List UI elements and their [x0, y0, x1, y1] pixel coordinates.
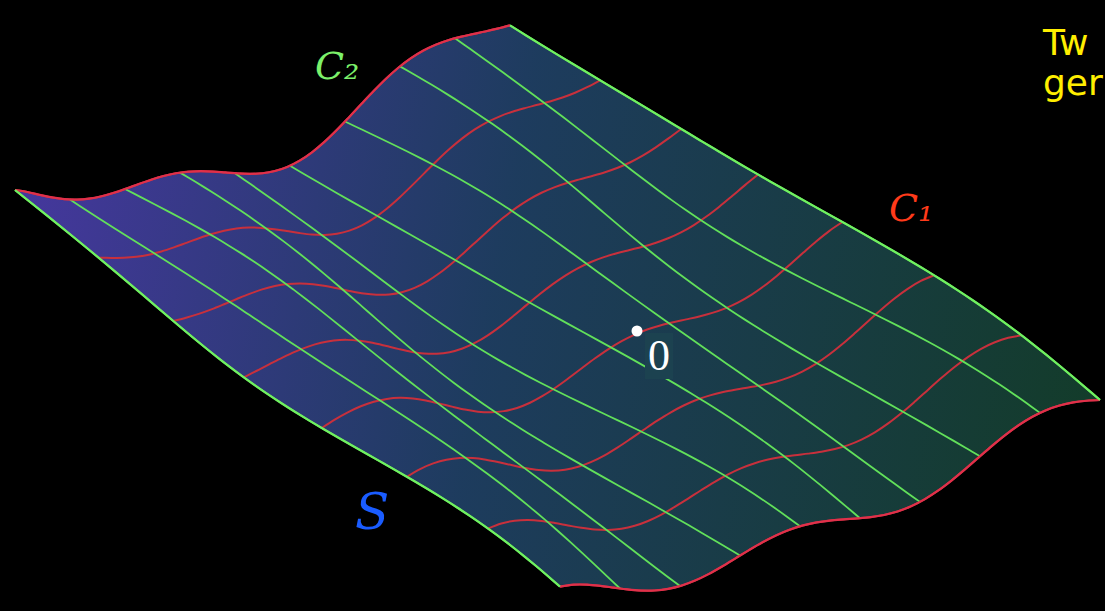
c1-curve [173, 129, 681, 321]
c2-curve [125, 189, 680, 586]
c2-curve [290, 166, 860, 518]
c2-curve [510, 25, 1100, 400]
heading-fragment: Tw [1040, 24, 1091, 62]
curve-label: C₁ [886, 188, 936, 228]
c1-curve [322, 222, 843, 428]
surface-label: S [352, 486, 392, 538]
c2-curve [70, 200, 620, 589]
c2-curve [15, 190, 560, 587]
heading-fragment: ger [1040, 64, 1105, 102]
c1-curve [560, 400, 1100, 591]
origin-dot [632, 326, 643, 337]
c2-curve [400, 66, 980, 456]
curve-label: C₂ [312, 46, 362, 86]
c2-curve [455, 38, 1040, 413]
surface-edge [15, 190, 560, 587]
surface-edge [510, 25, 1100, 400]
c2-curve [235, 173, 800, 526]
origin-label: 0 [645, 333, 673, 379]
c1-curve [15, 25, 510, 199]
surface-patch [15, 25, 1100, 590]
surface-edge [15, 25, 510, 199]
c2-curve [180, 173, 740, 556]
c2-curve [345, 122, 920, 502]
c1-curve [99, 80, 600, 258]
surface-edge [560, 400, 1100, 591]
